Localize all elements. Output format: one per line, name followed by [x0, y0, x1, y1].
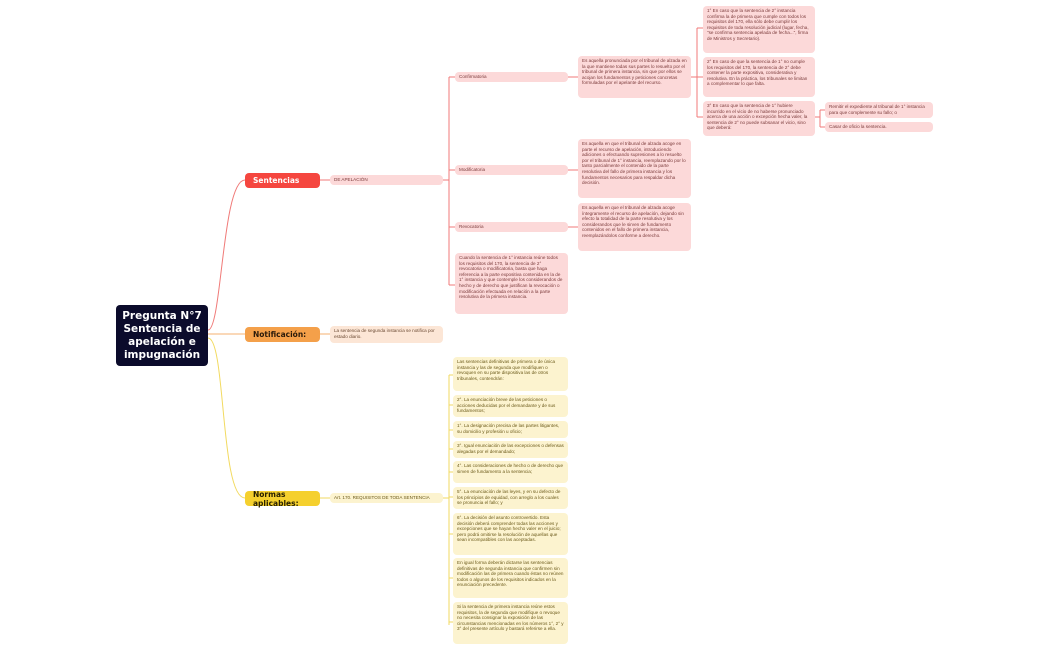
desc-confirmatoria[interactable]: Es aquella pronunciada por el tribunal d…	[578, 56, 691, 98]
desc-revocatoria[interactable]: Es aquella en que el tribunal de alzada …	[578, 203, 691, 251]
case-1[interactable]: 1° En caso que la sentencia de 2° instan…	[703, 6, 815, 53]
note-revocatoria-modificatoria[interactable]: Cuando la sentencia de 1° instancia reún…	[455, 253, 568, 314]
norma-primera-instancia[interactable]: Si la sentencia de primera instancia reú…	[453, 602, 568, 644]
norma-5[interactable]: 5°. La enunciación de las leyes, y en su…	[453, 487, 568, 509]
root-topic[interactable]: Pregunta N°7 Sentencia de apelación e im…	[116, 305, 208, 366]
branch-notificacion[interactable]: Notificación:	[245, 327, 320, 342]
desc-modificatoria[interactable]: Es aquella en que el tribunal de alzada …	[578, 139, 691, 198]
topic-de-apelacion[interactable]: DE APELACIÓN	[330, 175, 443, 185]
norma-3[interactable]: 3°. Igual enunciación de las excepciones…	[453, 441, 568, 458]
case-3[interactable]: 3° En caso que la sentencia de 1° hubier…	[703, 101, 815, 136]
topic-modificatoria[interactable]: Modificatoria	[455, 165, 568, 175]
norma-6[interactable]: 6°. La decisión del asunto controvertido…	[453, 513, 568, 555]
norma-1[interactable]: 1°. La designación precisa de las partes…	[453, 421, 568, 438]
option-remitir[interactable]: Remitir el expediente al tribunal de 1° …	[825, 102, 933, 118]
topic-art-170[interactable]: Art. 170. REQUISITOS DE TODA SENTENCIA	[330, 493, 443, 503]
norma-2[interactable]: 2°. La enunciación breve de las peticion…	[453, 395, 568, 417]
branch-sentencias[interactable]: Sentencias	[245, 173, 320, 188]
topic-revocatoria[interactable]: Revocatoria	[455, 222, 568, 232]
topic-confirmatoria[interactable]: Confirmatoria	[455, 72, 568, 82]
option-casar[interactable]: Casar de oficio la sentencia.	[825, 122, 933, 132]
branch-normas-aplicables[interactable]: Normas aplicables:	[245, 490, 320, 508]
case-2[interactable]: 2° En caso de que la sentencia de 1° no …	[703, 57, 815, 97]
norma-4[interactable]: 4°. Las consideraciones de hecho o de de…	[453, 461, 568, 483]
norma-segunda-instancia[interactable]: En igual forma deberán dictarse las sent…	[453, 558, 568, 598]
norma-intro[interactable]: Las sentencias definitivas de primera o …	[453, 357, 568, 391]
notificacion-text[interactable]: La sentencia de segunda instancia se not…	[330, 326, 443, 343]
